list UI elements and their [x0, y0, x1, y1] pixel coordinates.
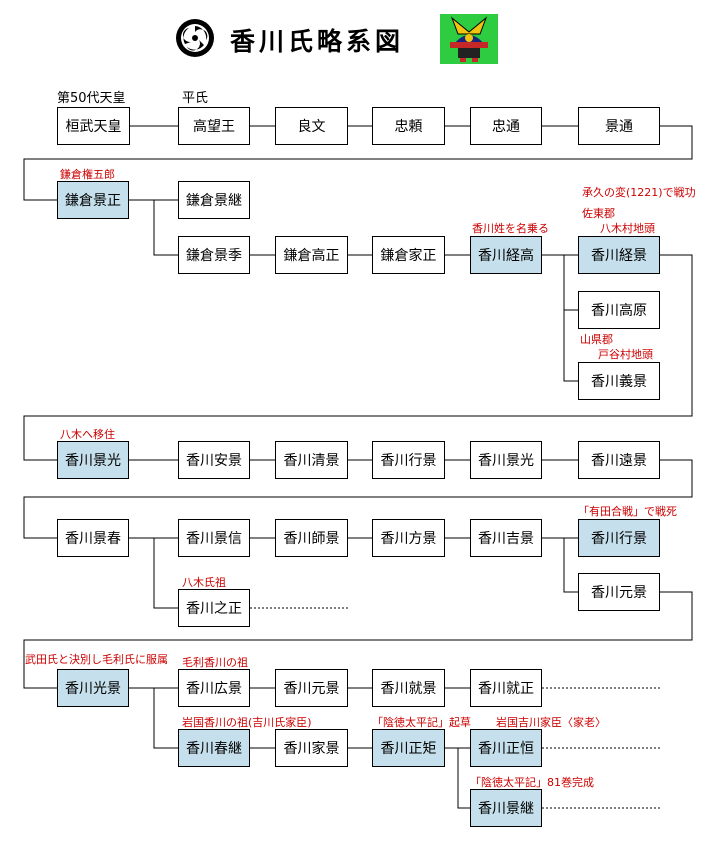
person-node: 香川遠景 [578, 441, 660, 479]
person-node-highlighted: 香川光景 [57, 669, 129, 707]
annotation: 香川姓を名乗る [472, 222, 549, 235]
person-node: 鎌倉景季 [178, 236, 250, 274]
person-node: 香川方景 [372, 519, 445, 557]
annotation: 武田氏と決別し毛利氏に服属 [25, 653, 168, 666]
person-node: 忠頼 [372, 107, 445, 145]
annotation: 戸谷村地頭 [598, 348, 653, 361]
person-node: 香川清景 [275, 441, 348, 479]
person-node: 香川景光 [470, 441, 542, 479]
annotation: 八木氏祖 [182, 576, 226, 589]
annotation: 平氏 [182, 91, 209, 106]
person-node: 香川就正 [470, 669, 542, 707]
person-node: 忠通 [470, 107, 542, 145]
person-node: 香川元景 [578, 573, 660, 611]
person-node: 香川景春 [57, 519, 129, 557]
samurai-kabuto-icon [440, 14, 498, 64]
person-node: 香川元景 [275, 669, 348, 707]
person-node: 香川義景 [578, 362, 660, 400]
person-node: 香川高原 [578, 291, 660, 329]
annotation: 「陰徳太平記」起草 [372, 716, 471, 729]
annotation: 毛利香川の祖 [182, 656, 248, 669]
person-node: 香川吉景 [470, 519, 542, 557]
person-node-highlighted: 鎌倉景正 [57, 181, 129, 219]
person-node-highlighted: 香川経高 [470, 236, 542, 274]
annotation: 「有田合戦」で戦死 [578, 505, 677, 518]
person-node-highlighted: 香川春継 [178, 729, 250, 767]
person-node: 香川安景 [178, 441, 250, 479]
annotation: 「陰徳太平記」81巻完成 [470, 776, 594, 789]
annotation: 第50代天皇 [57, 91, 126, 106]
person-node: 良文 [275, 107, 348, 145]
person-node: 高望王 [178, 107, 250, 145]
person-node-highlighted: 香川正矩 [372, 729, 445, 767]
person-node: 香川行景 [372, 441, 445, 479]
person-node-highlighted: 香川景継 [470, 789, 542, 827]
person-node: 香川景信 [178, 519, 250, 557]
person-node-highlighted: 香川経景 [578, 236, 660, 274]
annotation: 岩国吉川家臣〈家老〉 [496, 716, 606, 729]
annotation: 山県郡 [580, 333, 613, 346]
person-node: 香川就景 [372, 669, 445, 707]
person-node: 桓武天皇 [57, 107, 130, 145]
annotation: 八木へ移住 [60, 428, 115, 441]
page-title: 香川氏略系図 [230, 27, 405, 56]
person-node: 鎌倉景継 [178, 181, 250, 219]
mitsudomoe-crest-icon [175, 18, 215, 58]
person-node: 香川之正 [178, 589, 250, 627]
annotation: 岩国香川の祖(吉川氏家臣) [182, 716, 312, 729]
person-node-highlighted: 香川行景 [578, 519, 660, 557]
person-node: 鎌倉家正 [372, 236, 445, 274]
person-node: 香川家景 [275, 729, 348, 767]
person-node-highlighted: 香川景光 [57, 441, 129, 479]
annotation: 八木村地頭 [600, 222, 655, 235]
annotation: 承久の変(1221)で戦功 [582, 186, 696, 199]
person-node-highlighted: 香川正恒 [470, 729, 542, 767]
person-node: 香川広景 [178, 669, 250, 707]
annotation: 鎌倉権五郎 [60, 168, 115, 181]
person-node: 鎌倉高正 [275, 236, 348, 274]
annotation: 佐東郡 [582, 207, 615, 220]
person-node: 香川師景 [275, 519, 348, 557]
person-node: 景通 [578, 107, 660, 145]
